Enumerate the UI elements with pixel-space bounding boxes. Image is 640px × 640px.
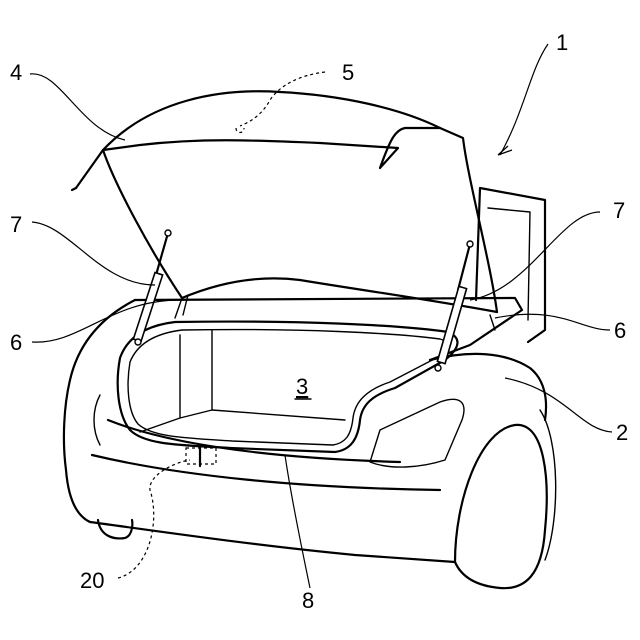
leader-8 (285, 455, 310, 588)
arrowhead-1 (498, 146, 512, 155)
label-strut-left: 7 (10, 212, 22, 237)
label-body: 2 (616, 420, 628, 445)
label-luggage-compartment: 3 (296, 374, 308, 399)
label-lid-part: 5 (342, 60, 354, 85)
latch-assembly (186, 446, 216, 466)
leader-lines (30, 44, 612, 588)
label-trunk-lid: 4 (10, 60, 22, 85)
luggage-compartment (118, 322, 458, 452)
label-vehicle: 1 (556, 30, 568, 55)
lid-inner-part (236, 128, 244, 133)
label-hinge-right: 6 (614, 318, 626, 343)
leader-7-left (32, 222, 155, 285)
label-strut-right: 7 (613, 198, 625, 223)
trunk-lid (72, 91, 497, 330)
leader-20 (118, 460, 190, 578)
leader-1 (500, 44, 548, 155)
leader-5 (240, 72, 325, 126)
leader-2 (505, 378, 612, 432)
label-weatherstrip: 8 (302, 588, 314, 613)
label-hinge-left: 6 (10, 330, 22, 355)
leader-4 (30, 74, 125, 140)
label-latch: 20 (80, 568, 104, 593)
leader-7-right (470, 212, 600, 300)
